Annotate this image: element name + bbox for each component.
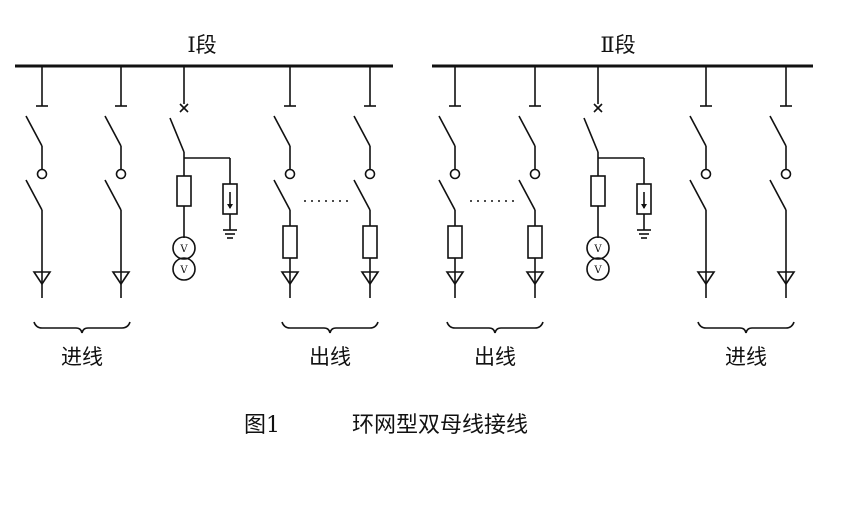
feeder-outgoing-4 [518, 65, 544, 299]
pt-voltage-label-2a: V [593, 244, 602, 255]
caption-number: 图1 [244, 413, 280, 438]
bus-left-label: Ⅰ段 [187, 33, 216, 57]
feeder-incoming-2 [104, 65, 130, 299]
feeder-incoming-1 [25, 65, 51, 299]
caption-title: 环网型双母线接线 [352, 413, 528, 438]
pt-voltage-label-1b: V [179, 265, 188, 276]
bracket-outgoing-right [446, 321, 544, 334]
pt-voltage-label-2b: V [593, 265, 602, 276]
bracket-incoming-left [33, 321, 131, 334]
pt-voltage-label-1a: V [179, 244, 188, 255]
bracket-outgoing-left [281, 321, 379, 334]
feeder-incoming-3 [689, 65, 715, 299]
feeder-incoming-4 [769, 65, 795, 299]
label-incoming-right: 进线 [725, 345, 767, 369]
bus-right-label: Ⅱ段 [600, 33, 635, 57]
label-outgoing-right: 出线 [474, 345, 516, 369]
bracket-incoming-right [697, 321, 795, 334]
feeder-outgoing-3 [438, 65, 464, 299]
feeder-outgoing-1 [273, 65, 299, 299]
label-incoming-left: 进线 [61, 345, 103, 369]
label-outgoing-left: 出线 [309, 345, 351, 369]
feeder-outgoing-2 [353, 65, 379, 299]
